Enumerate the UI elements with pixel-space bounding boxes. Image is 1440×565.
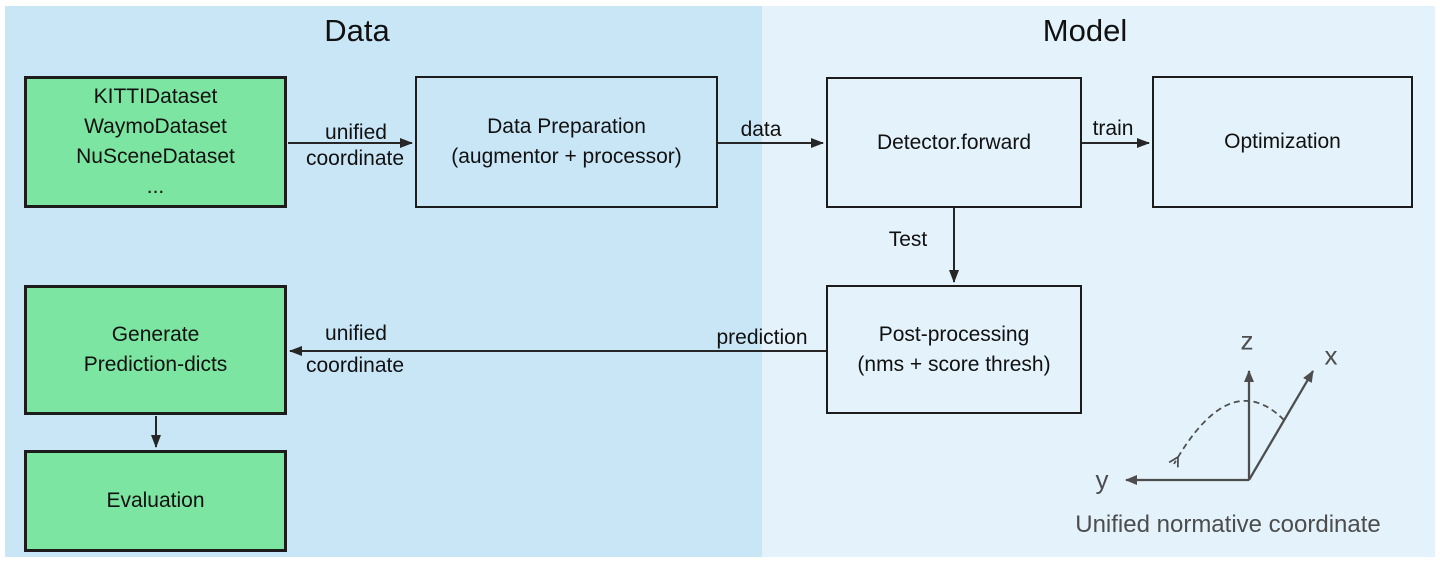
data-preparation-box: Data Preparation (augmentor + processor) xyxy=(415,76,718,208)
label-coordinate-top: coordinate xyxy=(305,147,405,170)
model-section-panel xyxy=(762,6,1435,557)
data-section-title: Data xyxy=(324,13,390,48)
detector-forward-box: Detector.forward xyxy=(826,77,1082,208)
post-processing-box: Post-processing (nms + score thresh) xyxy=(826,285,1082,414)
y-axis-label: y xyxy=(1095,464,1109,495)
z-axis-label: z xyxy=(1240,325,1254,356)
optimization-box: Optimization xyxy=(1152,76,1413,208)
label-coordinate-bottom: coordinate xyxy=(305,354,405,377)
label-train: train xyxy=(1092,117,1134,140)
label-prediction: prediction xyxy=(716,326,808,349)
axes-caption: Unified normative coordinate xyxy=(1075,511,1381,538)
x-axis-label: x xyxy=(1324,340,1338,371)
model-section-title: Model xyxy=(1042,13,1128,48)
datasets-box: KITTIDataset WaymoDataset NuSceneDataset… xyxy=(24,76,287,208)
label-unified-top: unified xyxy=(325,121,387,144)
generate-prediction-dicts-box: Generate Prediction-dicts xyxy=(24,285,287,415)
evaluation-box: Evaluation xyxy=(24,450,287,552)
label-data: data xyxy=(740,118,782,141)
label-test: Test xyxy=(888,228,928,251)
label-unified-bottom: unified xyxy=(325,322,387,345)
